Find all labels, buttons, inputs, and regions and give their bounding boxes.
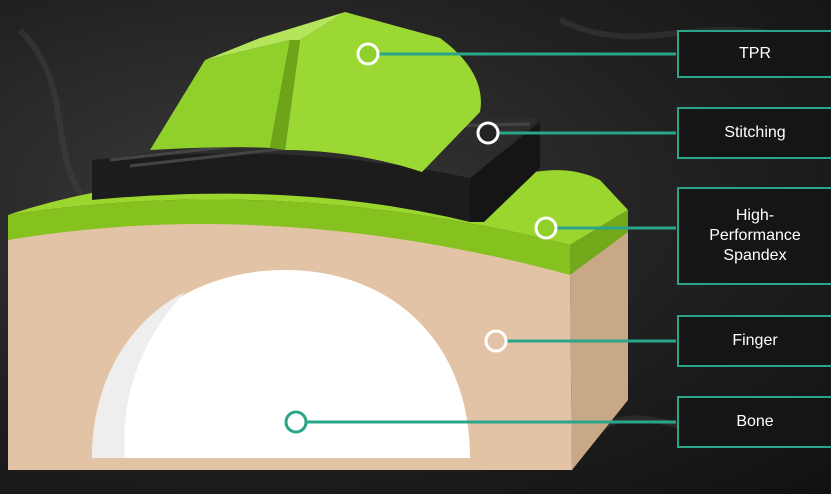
label-finger: Finger <box>677 315 831 367</box>
tpr-left-block <box>150 40 290 150</box>
label-tpr: TPR <box>677 30 831 78</box>
label-bone: Bone <box>677 396 831 448</box>
label-stitching: Stitching <box>677 107 831 159</box>
label-finger-text: Finger <box>726 331 783 351</box>
label-tpr-text: TPR <box>733 44 777 64</box>
label-stitching-text: Stitching <box>718 123 791 143</box>
label-spandex: High- Performance Spandex <box>677 187 831 285</box>
label-bone-text: Bone <box>730 412 779 432</box>
label-spandex-text: High- Performance Spandex <box>703 206 807 266</box>
